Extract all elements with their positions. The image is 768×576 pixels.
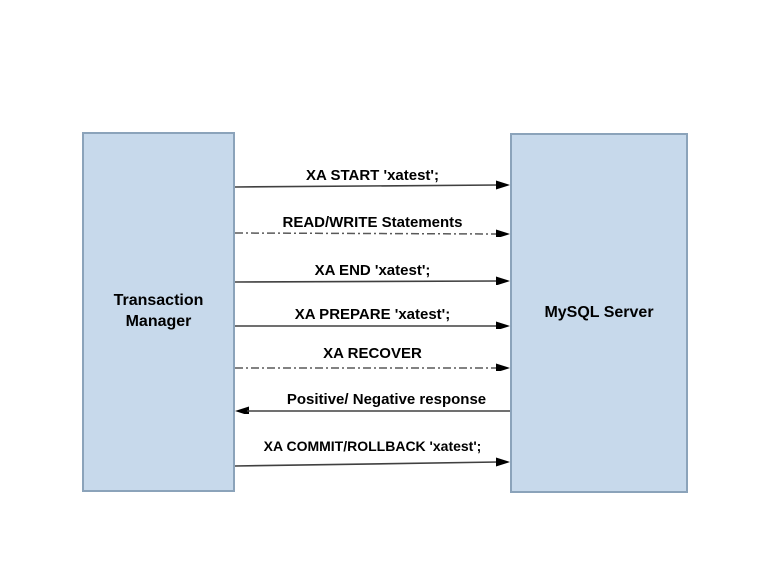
message-label: XA COMMIT/ROLLBACK 'xatest'; bbox=[263, 438, 482, 454]
mysql-server-label: MySQL Server bbox=[544, 303, 654, 321]
transaction-manager-box: Transaction Manager bbox=[82, 132, 235, 492]
message-label: XA END 'xatest'; bbox=[314, 262, 431, 279]
message-xa-recover: XA RECOVER bbox=[235, 335, 510, 371]
message-label: XA PREPARE 'xatest'; bbox=[294, 306, 451, 323]
message-positive-negative-response: Positive/ Negative response bbox=[235, 378, 510, 414]
right-arrow-icon bbox=[235, 457, 510, 467]
mysql-server-box: MySQL Server bbox=[510, 133, 688, 493]
message-xa-end: XA END 'xatest'; bbox=[235, 249, 510, 285]
message-xa-commit-rollback: XA COMMIT/ROLLBACK 'xatest'; bbox=[235, 431, 510, 467]
message-label: Positive/ Negative response bbox=[286, 391, 487, 408]
transaction-manager-label: Transaction Manager bbox=[113, 292, 204, 330]
message-xa-prepare: XA PREPARE 'xatest'; bbox=[235, 293, 510, 329]
message-label: XA RECOVER bbox=[323, 345, 422, 362]
right-dashed-arrow-icon bbox=[235, 363, 510, 371]
right-dashed-arrow-icon bbox=[235, 229, 510, 237]
right-arrow-icon bbox=[235, 180, 510, 190]
message-xa-start: XA START 'xatest'; bbox=[235, 154, 510, 190]
right-arrow-icon bbox=[235, 276, 510, 285]
left-arrow-icon bbox=[235, 406, 510, 414]
message-read-write-statements: READ/WRITE Statements bbox=[235, 201, 510, 237]
message-label: XA START 'xatest'; bbox=[306, 167, 439, 184]
message-label: READ/WRITE Statements bbox=[282, 214, 463, 231]
right-arrow-icon bbox=[235, 321, 510, 329]
